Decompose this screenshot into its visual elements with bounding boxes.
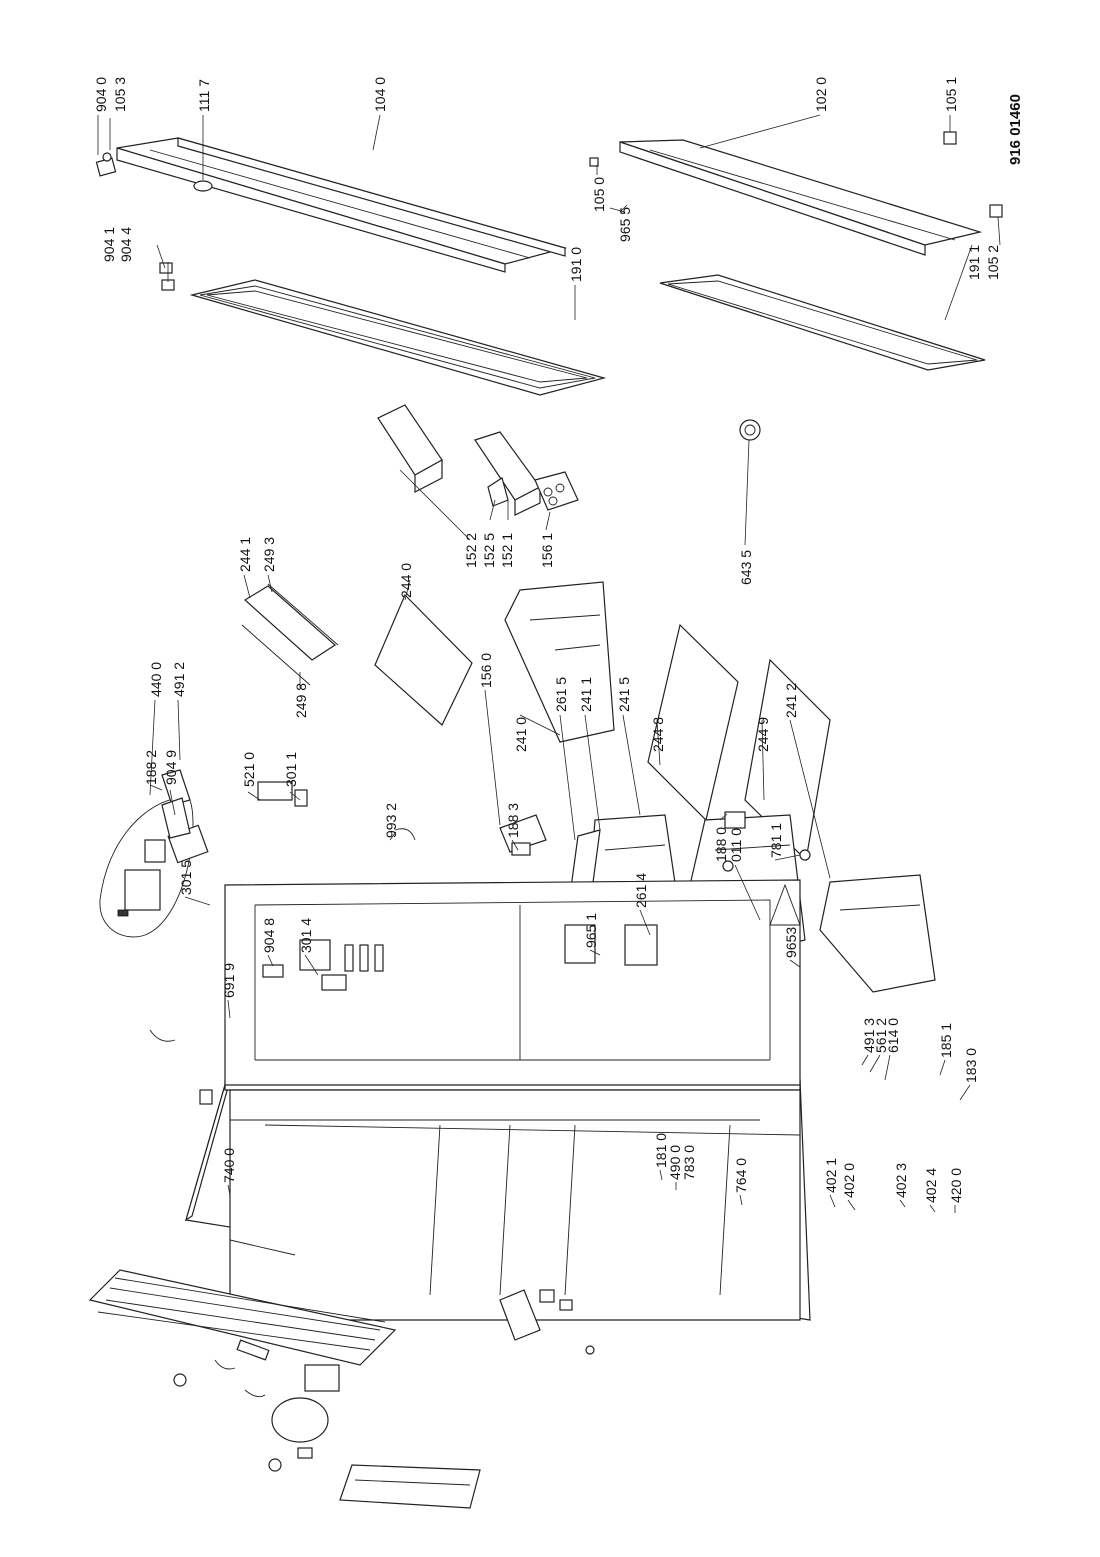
part-label: 241 5 [616, 677, 632, 712]
part-label: 301 1 [283, 752, 299, 787]
lower-door-gasket [659, 274, 986, 371]
part-label: 181 0 [653, 1133, 669, 1168]
part-label: 402 3 [893, 1163, 909, 1198]
part-label: 104 0 [372, 77, 388, 112]
part-label: 105 1 [943, 77, 959, 112]
part-label: 191 1 [966, 245, 982, 280]
part-label: 402 0 [841, 1163, 857, 1198]
part-label: 420 0 [948, 1168, 964, 1203]
part-label: 105 0 [591, 177, 607, 212]
part-label: 491 3 [861, 1018, 877, 1053]
part-label: 904 1 [101, 227, 117, 262]
wiring-and-filter [149, 1029, 296, 1398]
glass-shelves [241, 583, 831, 862]
part-label: 185 1 [938, 1023, 954, 1058]
part-label: 965 1 [583, 913, 599, 948]
part-label: 249 8 [293, 683, 309, 718]
upper-door [95, 137, 568, 273]
cabinet-body [184, 1077, 811, 1321]
part-label: 105 3 [112, 77, 128, 112]
part-label: 904 4 [118, 227, 134, 262]
part-label: 402 1 [823, 1158, 839, 1193]
part-label: 188 2 [143, 750, 159, 785]
cabinet-front-interior [224, 879, 801, 1086]
part-label: 152 2 [463, 533, 479, 568]
part-label: 561 2 [873, 1018, 889, 1053]
part-label: 643 5 [738, 550, 754, 585]
part-label: 781 1 [768, 823, 784, 858]
part-label: 521 0 [241, 752, 257, 787]
base-rail [339, 1464, 481, 1509]
part-label: 764 0 [733, 1158, 749, 1193]
part-label: 241 0 [513, 717, 529, 752]
part-label: 244 8 [650, 717, 666, 752]
part-label: 102 0 [813, 77, 829, 112]
part-label: 152 5 [481, 533, 497, 568]
part-label: 965 5 [617, 207, 633, 242]
part-label: 402 4 [923, 1168, 939, 1203]
part-label: 241 2 [783, 683, 799, 718]
part-label: 691 9 [221, 963, 237, 998]
part-label: 9653 [783, 927, 799, 958]
part-label: 740 0 [221, 1148, 237, 1183]
compressor [268, 1364, 340, 1472]
cabinet-side-parts [161, 769, 811, 1105]
part-label: 904 0 [93, 77, 109, 112]
part-label: 156 1 [539, 533, 555, 568]
part-label: 244 9 [755, 717, 771, 752]
part-label: 614 0 [885, 1018, 901, 1053]
part-label doc-code: 916 01460 [1007, 94, 1024, 165]
part-label: 491 2 [171, 662, 187, 697]
part-label: 156 0 [478, 653, 494, 688]
part-label: 301 4 [298, 918, 314, 953]
part-label: 111 7 [196, 79, 212, 112]
part-label: 244 0 [398, 563, 414, 598]
part-labels: 904 0 105 3 111 7 104 0 102 0 105 1 916 … [93, 77, 1024, 1203]
door-balconies [377, 404, 579, 516]
part-label: 904 9 [163, 750, 179, 785]
part-label: 152 1 [499, 533, 515, 568]
egg-tray-ring [739, 419, 761, 441]
part-label: 244 1 [237, 537, 253, 572]
part-label: 105 2 [985, 245, 1001, 280]
part-label: 188 0 [713, 827, 729, 862]
base-electrical-box [499, 1289, 595, 1355]
condenser [88, 1269, 397, 1366]
part-label: 993 2 [383, 803, 399, 838]
part-label: 904 8 [261, 918, 277, 953]
part-label: 783 0 [681, 1145, 697, 1180]
part-label: 011 0 [728, 828, 744, 862]
part-label: 183 0 [963, 1048, 979, 1083]
part-label: 191 0 [568, 247, 584, 282]
part-label: 188 3 [505, 803, 521, 838]
part-label: 261 5 [553, 677, 569, 712]
part-label: 241 1 [578, 677, 594, 712]
leader-lines [97, 114, 1001, 1213]
part-label: 301 5 [178, 860, 194, 895]
upper-door-gasket [189, 279, 607, 396]
part-label: 249 3 [261, 537, 277, 572]
lower-door [619, 139, 983, 256]
part-label: 490 0 [667, 1145, 683, 1180]
part-label: 261 4 [633, 873, 649, 908]
part-label: 440 0 [148, 662, 164, 697]
